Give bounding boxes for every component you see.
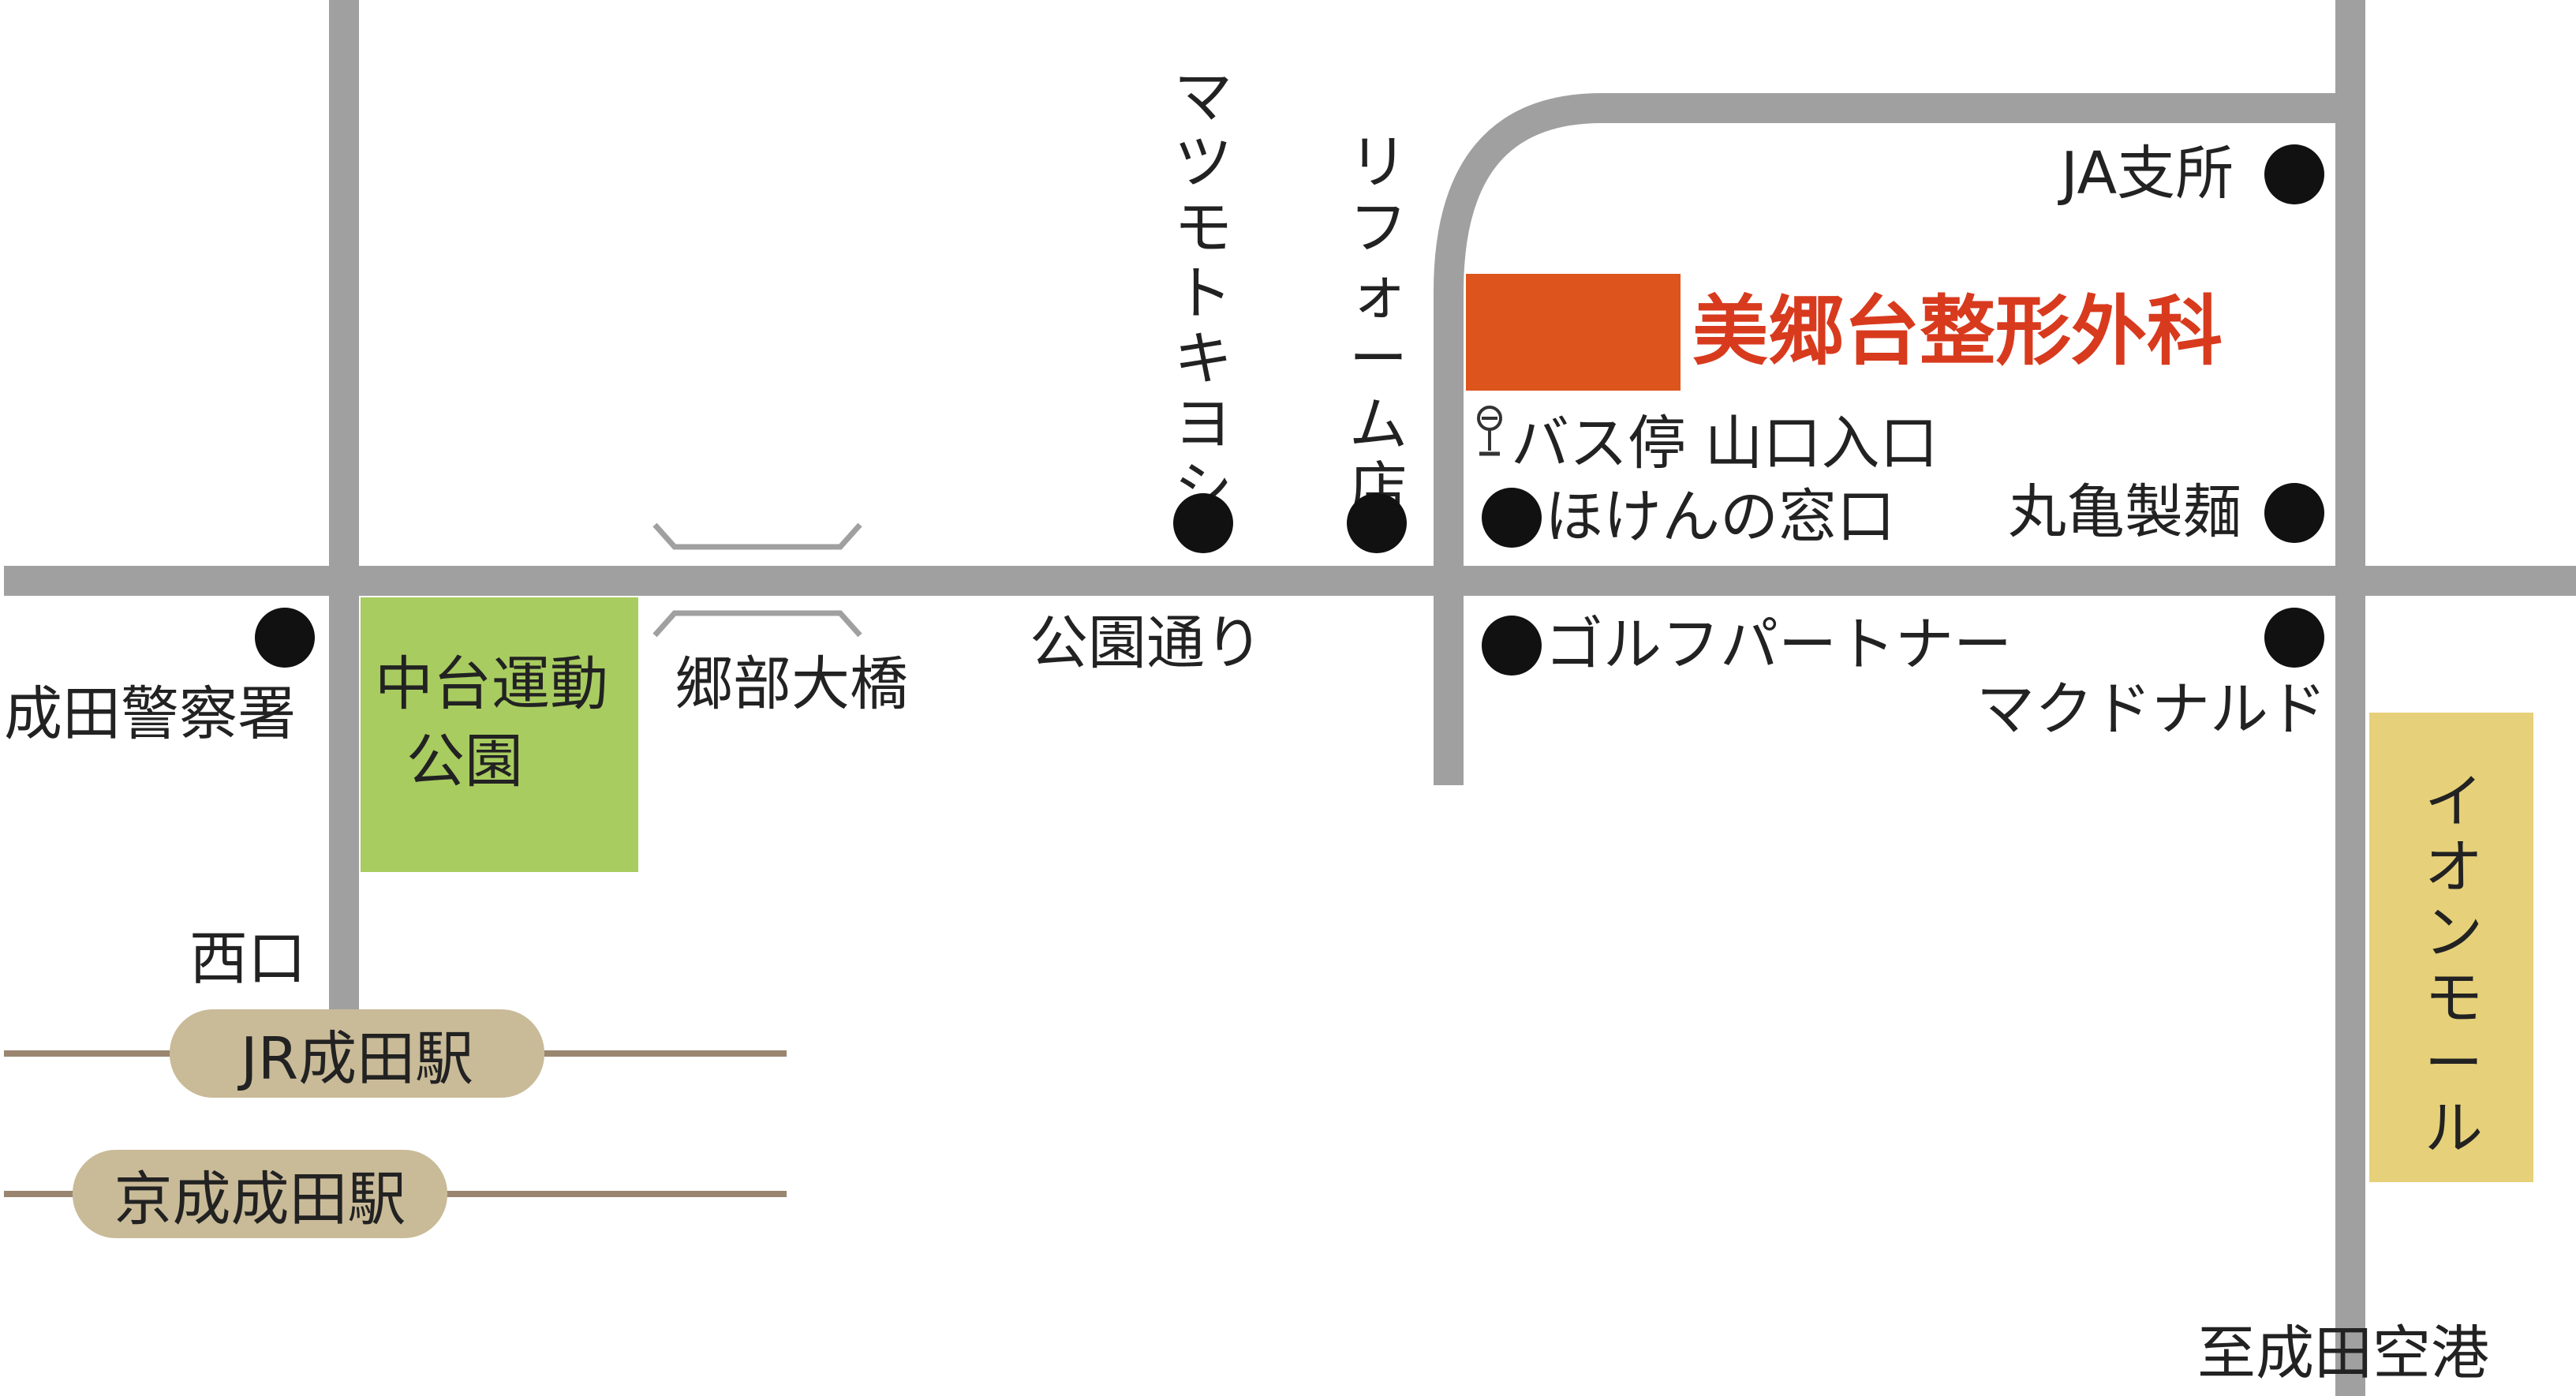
- clinic-side-road: [1434, 292, 1464, 785]
- police-station-marker: [255, 608, 315, 668]
- aeon-mall-label: イオンモール: [2425, 768, 2483, 1163]
- west-road-vertical: [329, 0, 359, 1042]
- marugame-seimen-marker: [2264, 483, 2324, 543]
- east-road-vertical: [2335, 0, 2365, 1396]
- keisei-narita-station: 京成成田駅: [73, 1150, 447, 1238]
- chudai-sports-park: [361, 597, 638, 872]
- bus-stop-icon: [1477, 406, 1502, 456]
- to-airport-label: 至成田空港: [2197, 1319, 2489, 1387]
- park-label-line2: 公園: [406, 728, 523, 795]
- mcdonalds-label: マクドナルド: [1976, 676, 2327, 743]
- reform-shop-label: リフォーム店: [1349, 129, 1408, 524]
- matsumoto-kiyoshi-marker: [1173, 493, 1233, 553]
- aeon-mall-block: [2369, 713, 2533, 1182]
- mcdonalds-marker: [2264, 608, 2324, 668]
- street-label: 公園通り: [1030, 609, 1263, 677]
- bus-stop-label: バス停 山口入口: [1511, 410, 1939, 477]
- hoken-madoguchi-label: ほけんの窓口: [1545, 483, 1895, 551]
- clinic-marker: [1466, 274, 1681, 391]
- clinic-name: 美郷台整形外科: [1692, 287, 2223, 376]
- ja-branch-marker: [2264, 144, 2324, 204]
- matsumoto-kiyoshi-label: マツモトキヨシ: [1174, 63, 1232, 524]
- golf-partner-marker: [1482, 616, 1542, 676]
- main-road-horizontal: [4, 566, 2576, 596]
- west-exit-label: 西口: [189, 925, 306, 993]
- ja-branch-label: JA支所: [2061, 140, 2234, 208]
- hoken-madoguchi-marker: [1482, 488, 1542, 548]
- park-label-line1: 中台運動: [375, 650, 608, 718]
- bridge-label: 郷部大橋: [675, 650, 908, 718]
- reform-shop-marker: [1347, 493, 1407, 553]
- golf-partner-label: ゴルフパートナー: [1545, 611, 2012, 679]
- marugame-seimen-label: 丸亀製麺: [2008, 478, 2241, 546]
- police-station-label: 成田警察署: [4, 680, 296, 748]
- jr-narita-station: JR成田駅: [170, 1009, 544, 1098]
